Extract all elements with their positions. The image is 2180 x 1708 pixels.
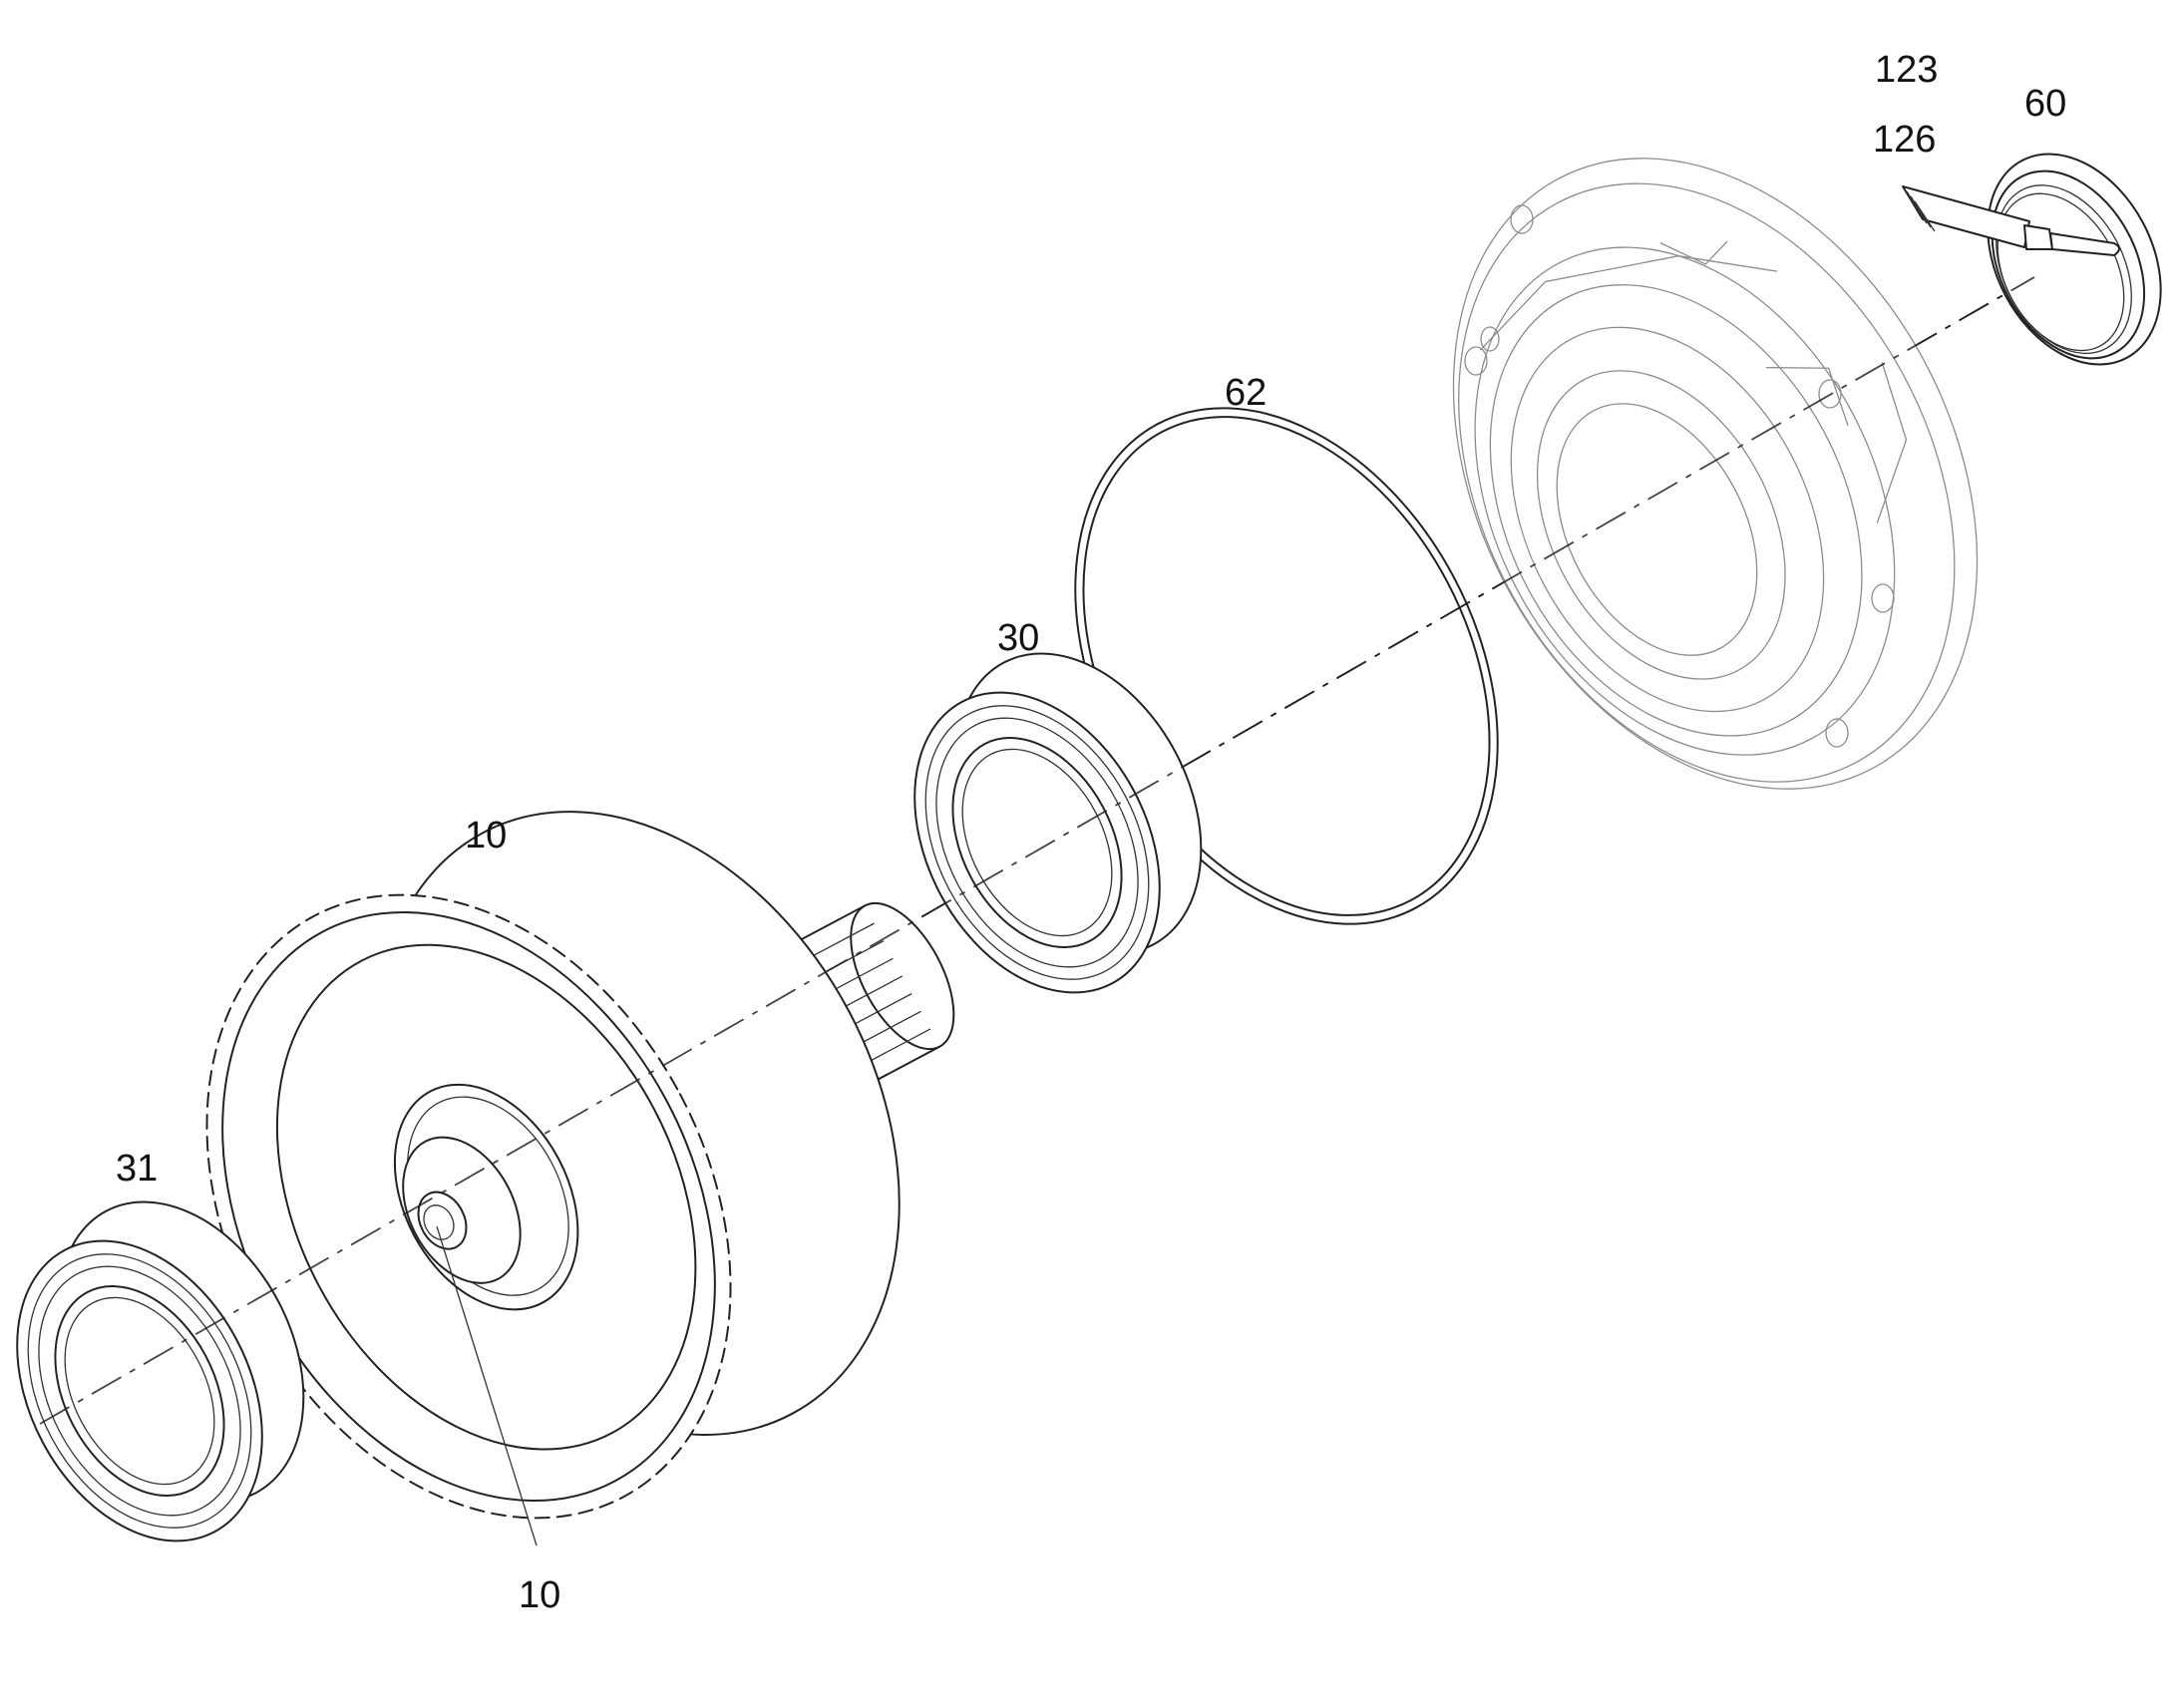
- bearing-part-30: [913, 652, 1203, 994]
- gear-shaft-part-10: [205, 811, 955, 1520]
- callout-123: 123: [1875, 49, 1938, 91]
- bearing-part-31: [16, 1200, 305, 1542]
- callout-31: 31: [116, 1148, 158, 1190]
- center-axis-overlay: [39, 276, 2035, 1425]
- callout-62: 62: [1225, 372, 1267, 414]
- callout-126: 126: [1873, 119, 1936, 161]
- callout-60: 60: [2024, 83, 2066, 125]
- callout-10-upper: 10: [465, 815, 507, 856]
- sensor-plug-part-123-126: [1902, 185, 2120, 256]
- housing-cover: [1452, 158, 1979, 790]
- callout-10-lower: 10: [519, 1574, 560, 1616]
- leader-line-10: [436, 1225, 538, 1546]
- callout-30: 30: [997, 617, 1039, 659]
- seal-ring-part-60: [1987, 153, 2162, 366]
